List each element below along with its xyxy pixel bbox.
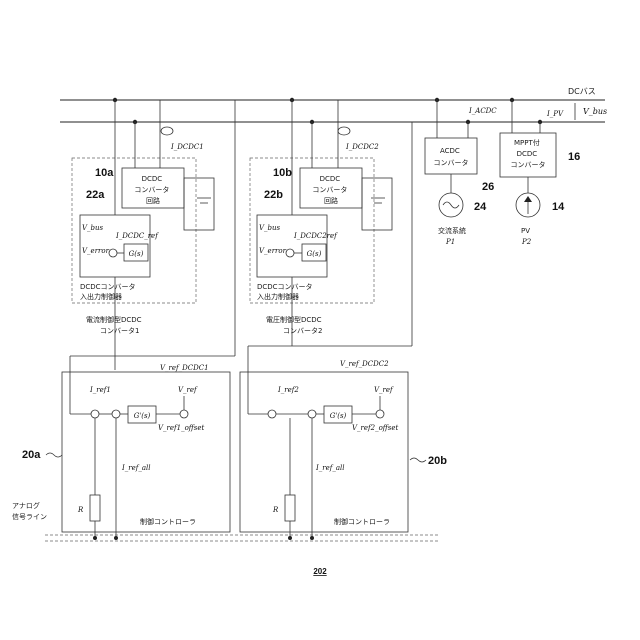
v-ref1-offset-label: V_ref1_offset <box>158 424 204 432</box>
v-bus-1: V_bus <box>82 224 104 232</box>
g-prime-1-label: G'(s) <box>134 412 151 420</box>
i-dcdc2-label: I_DCDC2 <box>345 143 379 151</box>
ref-20b: 20b <box>428 455 447 467</box>
v-error-2: V_error <box>259 247 287 255</box>
v-bus-2: V_bus <box>259 224 281 232</box>
r-label-2: R <box>272 506 279 514</box>
acdc-converter <box>425 138 477 174</box>
v-bus-label-top: V_bus <box>583 107 607 116</box>
controller-label-2: 制御コントローラ <box>334 517 390 526</box>
v-ref-dcdc1-label: V_ref_DCDC1 <box>160 364 209 372</box>
ac-grid-label: 交流系統 <box>438 226 466 235</box>
tap-dot <box>288 536 292 540</box>
figure-number: 202 <box>313 567 327 576</box>
voltage-control-converter-label: 電圧制御型DCDC コンバータ2 <box>266 315 324 335</box>
ref-20a: 20a <box>22 449 41 461</box>
i-acdc-label: I_ACDC <box>468 107 497 115</box>
i-pv-label: I_PV <box>546 110 564 118</box>
leader-20a <box>46 453 62 457</box>
tap-dot <box>114 536 118 540</box>
controller-label-1: 制御コントローラ <box>140 517 196 526</box>
v-ref2-offset-label: V_ref2_offset <box>352 424 398 432</box>
g-prime-2-label: G'(s) <box>330 412 347 420</box>
io-controller-1-label: DCDCコンバータ 入出力制御器 <box>80 282 138 301</box>
g-block-2-label: G(s) <box>307 250 322 258</box>
i-ref-all-label-1: I_ref_all <box>121 464 151 472</box>
ref-14: 14 <box>552 201 565 213</box>
p2-label: P2 <box>521 238 532 246</box>
v-error-1: V_error <box>82 247 110 255</box>
g-block-1-label: G(s) <box>129 250 144 258</box>
i-ref1-label: I_ref1 <box>89 386 111 394</box>
analog-signal-line-label: アナログ 信号ライン <box>12 501 47 521</box>
current-sensor-2 <box>338 127 350 135</box>
ref-10a: 10a <box>95 167 114 179</box>
ref-24: 24 <box>474 201 487 213</box>
v-ref-dcdc2-label: V_ref_DCDC2 <box>340 360 389 368</box>
ref-10b: 10b <box>273 167 292 179</box>
leader-20b <box>410 458 426 462</box>
i-ref-a: I_DCDC_ref <box>115 232 159 240</box>
r-label-1: R <box>77 506 84 514</box>
resistor-1 <box>90 495 100 521</box>
ref-22a: 22a <box>86 189 105 201</box>
v-ref-label-1: V_ref <box>178 386 198 394</box>
v-ref-label-2: V_ref <box>374 386 394 394</box>
dc-bus-label: DCバス <box>568 87 596 96</box>
i-ref-all-label-2: I_ref_all <box>315 464 345 472</box>
tap-dot <box>93 536 97 540</box>
battery-1-wire <box>184 178 214 230</box>
ref-22b: 22b <box>264 189 283 201</box>
ref-26: 26 <box>482 181 494 193</box>
controller-20a <box>62 372 230 532</box>
arrow-up-icon <box>524 196 532 202</box>
p1-label: P1 <box>445 238 455 246</box>
pv-label: PV <box>521 227 530 235</box>
io-controller-2-label: DCDCコンバータ 入出力制御器 <box>257 282 315 301</box>
current-sensor-1 <box>161 127 173 135</box>
battery-2-wire <box>362 178 392 230</box>
resistor-2 <box>285 495 295 521</box>
i-ref-b: I_DCDC2ref <box>293 232 338 240</box>
tap-dot <box>310 536 314 540</box>
i-ref2-label: I_ref2 <box>277 386 299 394</box>
controller-20b <box>240 372 408 532</box>
sine-wave-icon <box>443 202 459 208</box>
i-dcdc1-label: I_DCDC1 <box>170 143 204 151</box>
ref-16: 16 <box>568 151 580 163</box>
